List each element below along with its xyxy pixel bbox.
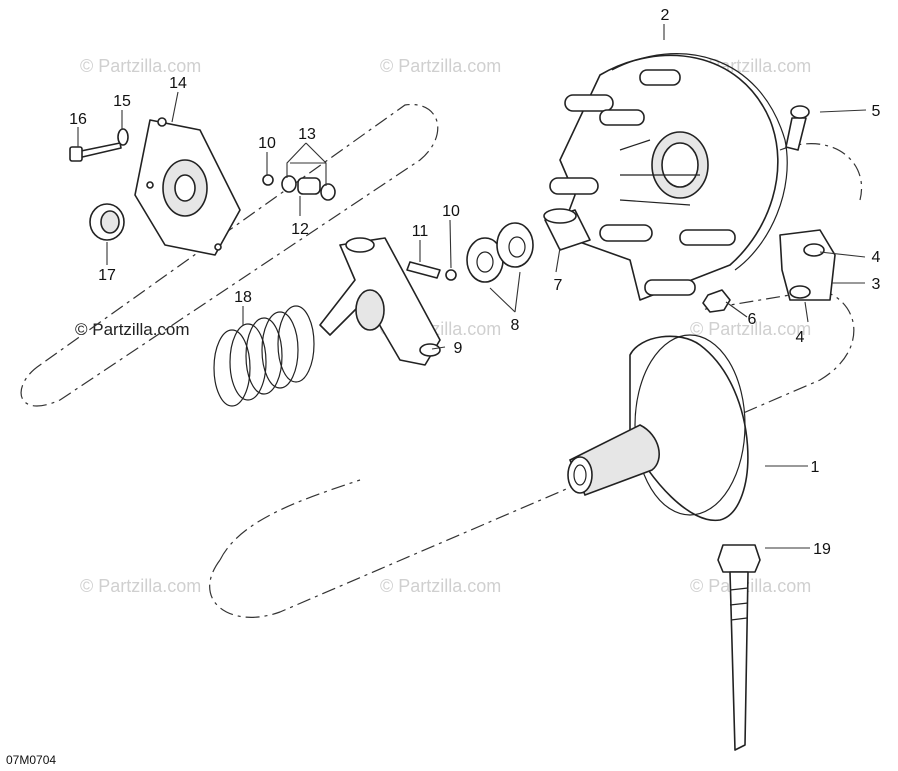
callout-5: 5 bbox=[872, 103, 881, 120]
part-8-washers bbox=[466, 222, 534, 283]
callout-7: 7 bbox=[554, 277, 563, 294]
callout-4-lower: 4 bbox=[796, 329, 805, 346]
callout-4-upper: 4 bbox=[872, 249, 881, 266]
watermark: © Partzilla.com bbox=[380, 56, 501, 76]
callout-3: 3 bbox=[872, 276, 881, 293]
watermark: © Partzilla.com bbox=[690, 576, 811, 596]
part-9-roller-block bbox=[319, 237, 441, 366]
part-5-screw bbox=[785, 105, 810, 151]
watermark-main: © Partzilla.com bbox=[75, 320, 190, 339]
callout-16: 16 bbox=[69, 111, 87, 128]
callout-14: 14 bbox=[169, 75, 187, 92]
callout-9: 9 bbox=[454, 340, 463, 357]
watermark: © Partzilla.com bbox=[690, 319, 811, 339]
drive-belt-outline bbox=[20, 103, 863, 618]
watermark: © Partzilla.com bbox=[80, 56, 201, 76]
part-6-nut bbox=[702, 289, 731, 313]
callout-10-left: 10 bbox=[258, 135, 276, 152]
part-3-roller-arm bbox=[779, 229, 836, 301]
part-1-movable-sheave bbox=[567, 334, 749, 522]
part-18-spring bbox=[213, 305, 315, 407]
callout-17: 17 bbox=[98, 267, 116, 284]
drawing-code: 07M0704 bbox=[6, 753, 56, 767]
callout-11: 11 bbox=[412, 223, 429, 240]
callout-6: 6 bbox=[748, 311, 757, 328]
part-17-grommet bbox=[89, 203, 125, 241]
callout-15: 15 bbox=[113, 93, 131, 110]
callout-18: 18 bbox=[234, 289, 252, 306]
callout-1: 1 bbox=[811, 459, 820, 476]
part-11-pin bbox=[406, 261, 457, 281]
part-16-bolt bbox=[69, 142, 122, 162]
part-13-roller-set bbox=[262, 174, 336, 201]
callouts: 2 5 4 3 4 6 7 8 9 10 10 11 12 13 14 15 1… bbox=[69, 7, 880, 558]
part-14-cover-plate bbox=[134, 117, 241, 256]
leader-lines bbox=[77, 24, 867, 549]
callout-12: 12 bbox=[291, 221, 309, 238]
part-19-long-bolt bbox=[717, 544, 761, 751]
watermark: © Partzilla.com bbox=[380, 576, 501, 596]
watermark: © Partzilla.com bbox=[80, 576, 201, 596]
callout-13: 13 bbox=[298, 126, 316, 143]
callout-10-right: 10 bbox=[442, 203, 460, 220]
callout-2: 2 bbox=[661, 7, 670, 24]
part-2-fixed-sheave bbox=[549, 53, 788, 301]
part-15-washer bbox=[117, 128, 129, 146]
part-7-bushing bbox=[543, 208, 591, 251]
callout-19: 19 bbox=[813, 541, 831, 558]
callout-8: 8 bbox=[511, 317, 520, 334]
